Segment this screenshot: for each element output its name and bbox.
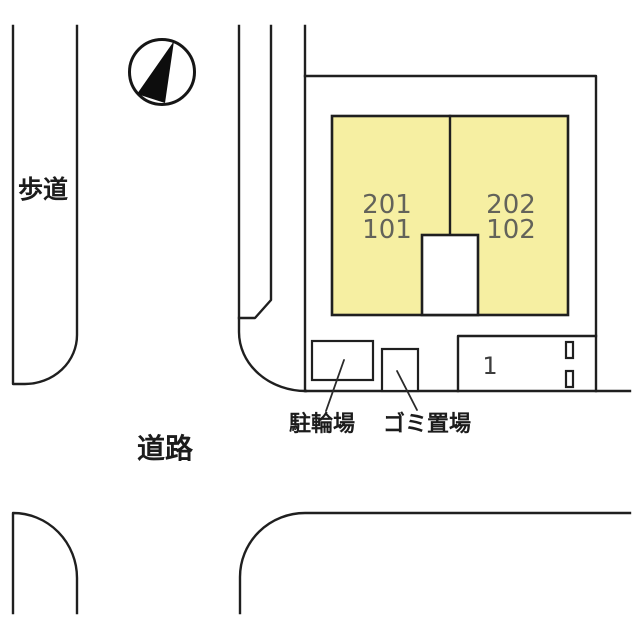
- bicycle-parking-label: 駐輪場: [289, 411, 355, 437]
- unit-left-upper-number: 201: [362, 190, 412, 220]
- property-boundary: [303, 74, 598, 393]
- garbage-area-leader-line: [396, 370, 418, 411]
- bicycle-parking-area: [310, 339, 375, 382]
- near-curb-corner: [237, 24, 308, 393]
- gate-post-mark-bottom: [564, 369, 575, 389]
- unit-right-upper-number: 202: [486, 190, 536, 220]
- gate-post-mark-top: [564, 340, 575, 360]
- verge-strip-line: [237, 24, 273, 320]
- sidewalk-strip-outline: [11, 24, 79, 386]
- entrance-notch: [420, 233, 480, 317]
- north-arrow-icon: [128, 38, 196, 106]
- bicycle-parking-leader-line: [325, 359, 345, 412]
- garbage-area: [380, 347, 420, 393]
- southeast-corner-curb: [238, 511, 632, 615]
- garbage-area-label: ゴミ置場: [383, 411, 471, 437]
- road-label: 道路: [137, 432, 194, 465]
- parking-stall-outline: [456, 334, 598, 393]
- unit-right-lower-number: 102: [486, 215, 536, 245]
- sidewalk-label: 歩道: [18, 175, 68, 204]
- parking-stall-number: 1: [482, 352, 497, 380]
- unit-left-lower-number: 101: [362, 215, 412, 245]
- southwest-corner-curb: [11, 511, 79, 615]
